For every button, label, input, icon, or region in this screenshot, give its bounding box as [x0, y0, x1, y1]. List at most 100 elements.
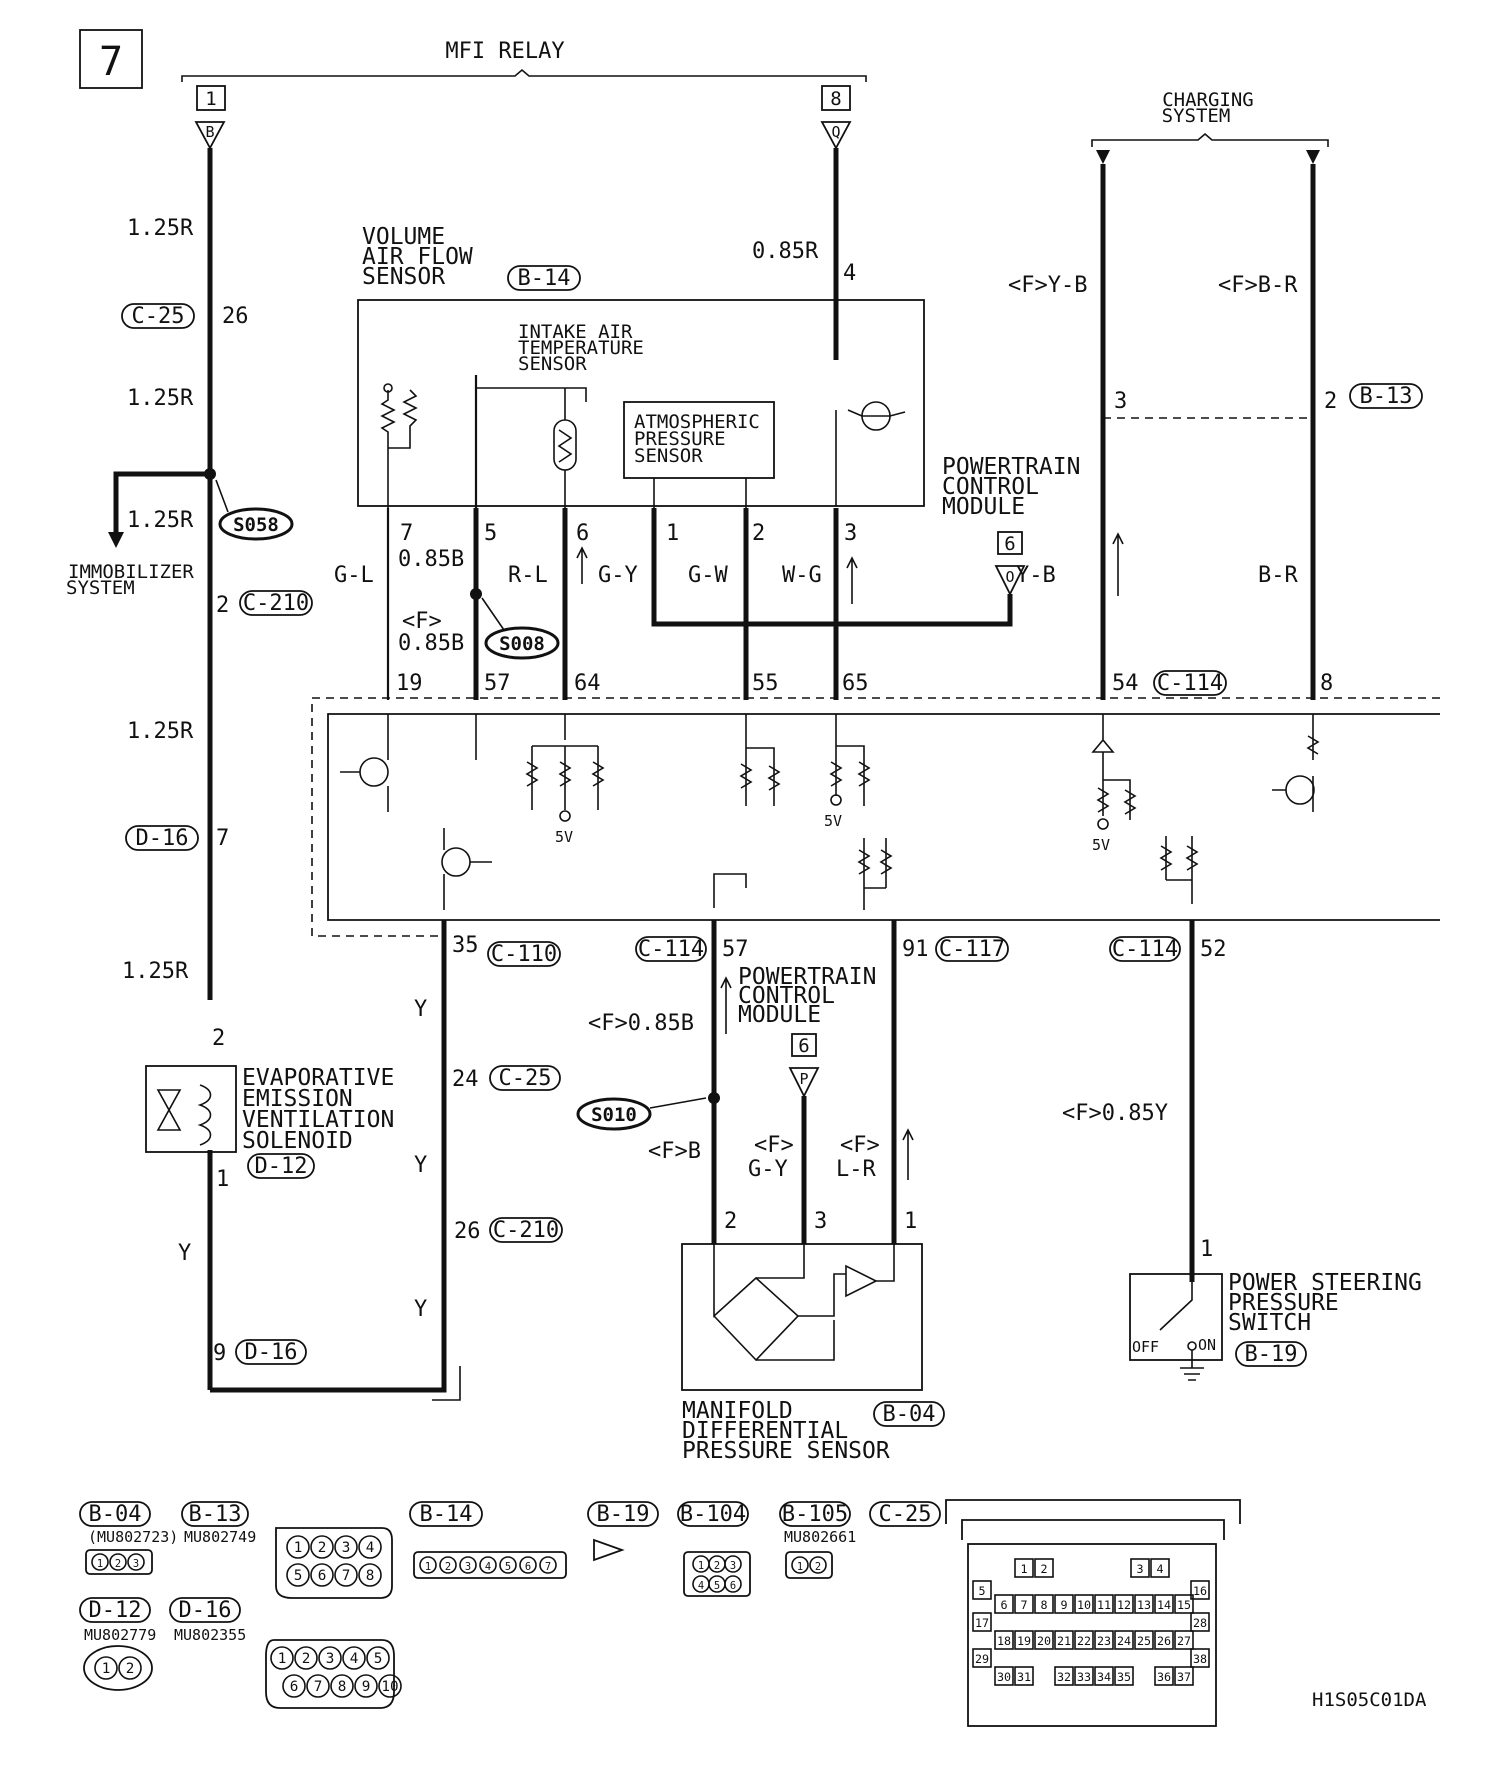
- c25-pin-label-11: 11: [1097, 1598, 1111, 1612]
- terminal-box-1-label: 1: [205, 88, 216, 110]
- c25-pin-label-37: 37: [1177, 1670, 1191, 1684]
- c25-pin-label-2: 2: [1040, 1562, 1047, 1576]
- pin-3-vaf-label: 3: [844, 521, 857, 546]
- legend-b105: [779, 1501, 851, 1527]
- pin-1-ps-label: 1: [1200, 1237, 1213, 1262]
- b104-pin-3: [724, 1555, 742, 1573]
- wire-label-y-1: Y: [414, 997, 427, 1022]
- b104-pin-label-6: 6: [730, 1580, 736, 1592]
- c25-pin-label-23: 23: [1097, 1634, 1111, 1648]
- connector-c210-lower: [489, 1217, 563, 1243]
- pcm-5v-label-2: 5V: [824, 812, 842, 830]
- c25-pin-13: [1134, 1594, 1154, 1614]
- c25-pin-24: [1114, 1630, 1134, 1650]
- pin-57-upper-label: 57: [484, 671, 511, 696]
- pn-mu802779: MU802779: [84, 1626, 156, 1644]
- pin-5-vaf-label: 5: [484, 521, 497, 546]
- connector-c25-upper-label: C-25: [132, 304, 185, 329]
- legend-b14-shape: [413, 1551, 567, 1579]
- c25-pin-37: [1174, 1666, 1194, 1686]
- c25-pin-label-38: 38: [1193, 1652, 1207, 1666]
- aps-label-2: PRESSURE: [634, 428, 726, 450]
- connector-c114-upper: [1153, 670, 1227, 696]
- c25-pin-label-12: 12: [1117, 1598, 1131, 1612]
- c25-pin-label-5: 5: [978, 1584, 985, 1598]
- pcm-5v-label-3: 5V: [1092, 836, 1110, 854]
- b04-pin-label-3: 3: [133, 1558, 139, 1570]
- d16-pin-9: [354, 1674, 378, 1698]
- splice-s008-label: S008: [499, 633, 545, 655]
- b105-pin-label-1: 1: [797, 1561, 803, 1573]
- pin-24-label: 24: [452, 1067, 479, 1092]
- mdp-amp-output: [876, 1244, 895, 1282]
- connector-c210-lower-label: C-210: [493, 1218, 559, 1243]
- b14-pin-4: [479, 1556, 497, 1574]
- arrow-immobilizer: [108, 532, 124, 548]
- terminal-box-8-label: 8: [830, 88, 841, 110]
- wire-label-f-085b-lower: <F>0.85B: [588, 1011, 694, 1036]
- wire-label-085b: 0.85B: [398, 547, 464, 572]
- pin-55-label: 55: [752, 671, 779, 696]
- terminal-box-6-lower-label: 6: [798, 1035, 809, 1057]
- c25-pin-23: [1094, 1630, 1114, 1650]
- evap-coil-symbol: [197, 1084, 212, 1146]
- connector-b19-main: [1235, 1341, 1307, 1367]
- connector-c114-lower: [1109, 936, 1181, 962]
- wire-label-f-085y: <F>0.85Y: [1062, 1101, 1168, 1126]
- evap-solenoid-box: [145, 1065, 237, 1153]
- pcm-5v-label-1: 5V: [555, 828, 573, 846]
- pcm-outline: [311, 697, 1440, 937]
- pn-mu802723: (MU802723): [88, 1528, 178, 1546]
- c25-pin-29: [972, 1648, 992, 1668]
- c25-pin-21: [1054, 1630, 1074, 1650]
- c25-pin-label-3: 3: [1136, 1562, 1143, 1576]
- c25-pin-16: [1190, 1580, 1210, 1600]
- c25-pin-label-14: 14: [1157, 1598, 1171, 1612]
- b13-pin-7: [334, 1563, 358, 1587]
- legend-b13: [181, 1501, 249, 1527]
- legend-c25-outer: [945, 1499, 1241, 1524]
- c25-pin-label-31: 31: [1017, 1670, 1031, 1684]
- iat-bus: [476, 387, 587, 402]
- pcm-label-3-upper: MODULE: [942, 494, 1025, 520]
- legend-b104: [677, 1501, 749, 1527]
- b13-pin-1: [286, 1535, 310, 1559]
- legend-b19: [587, 1501, 659, 1527]
- c25-pin-5: [972, 1580, 992, 1600]
- pin-2-vaf-label: 2: [752, 521, 765, 546]
- terminal-box-8: [821, 85, 851, 111]
- wire-label-125r-4: 1.25R: [127, 719, 194, 744]
- arrow-lr: [902, 1128, 914, 1180]
- d16-pin-2: [294, 1646, 318, 1670]
- pcm-label-3-lower: MODULE: [738, 1002, 821, 1028]
- wire-label-y-2: Y: [414, 1153, 427, 1178]
- mdp-bridge: [713, 1244, 800, 1362]
- pin-91-label: 91: [902, 937, 929, 962]
- mdp-label-3: PRESSURE SENSOR: [682, 1438, 890, 1464]
- mdp-sensor-box: [681, 1243, 923, 1391]
- b14-pin-label-5: 5: [505, 1561, 511, 1573]
- vaf-sensor-box: [357, 299, 925, 507]
- d12-pin-1: [94, 1656, 118, 1680]
- b104-pin-label-5: 5: [714, 1580, 720, 1592]
- legend-b104-shape: [683, 1551, 751, 1597]
- c25-pin-15: [1174, 1594, 1194, 1614]
- pcm-label-2-lower: CONTROL: [738, 983, 835, 1009]
- d16-pin-5: [366, 1646, 390, 1670]
- legend-c25-inner: [961, 1519, 1225, 1540]
- ps-label-1: POWER STEERING: [1228, 1270, 1422, 1296]
- c25-pin-label-6: 6: [1000, 1598, 1007, 1612]
- terminal-letter-b: B: [205, 123, 214, 141]
- pn-mu802661: MU802661: [784, 1528, 856, 1546]
- terminal-box-6-upper-label: 6: [1004, 533, 1015, 555]
- pin-19-label: 19: [396, 671, 423, 696]
- connector-c210-left-label: C-210: [243, 591, 309, 616]
- b14-pin-5: [499, 1556, 517, 1574]
- b14-pin-label-6: 6: [525, 1561, 531, 1573]
- b04-pin-1: [91, 1553, 109, 1571]
- iat-thermistor: [553, 419, 577, 471]
- charging-arrow-right: [1306, 150, 1320, 164]
